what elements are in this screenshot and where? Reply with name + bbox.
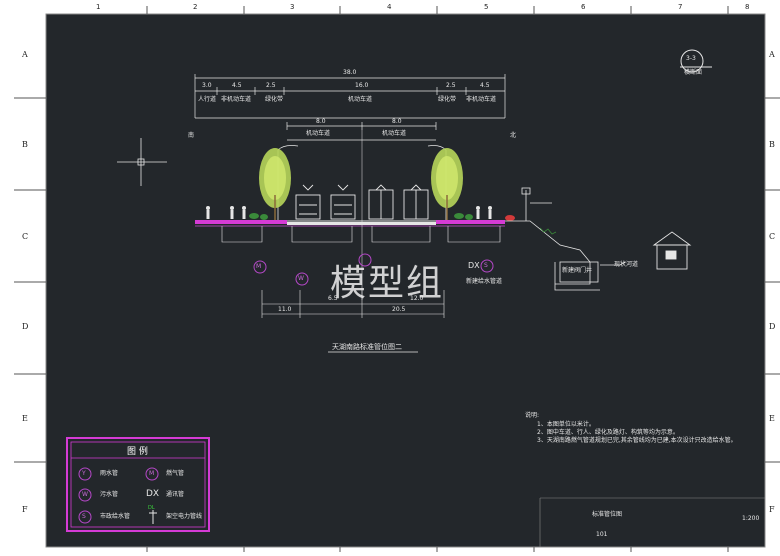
notes-title: 说明: [525, 412, 540, 419]
title-block [539, 497, 765, 547]
lane-label: 绿化带 [265, 96, 284, 103]
column-label: 3 [290, 3, 295, 11]
channel-label: 现状河道 [614, 261, 639, 268]
plan-title: 天湖南路标准管位图二 [332, 343, 402, 351]
vehicle-icon [295, 184, 429, 220]
row-label: C [769, 232, 776, 241]
drawing-scale: 1:200 [742, 515, 760, 522]
telecom-pipe-symbol: DX [468, 261, 480, 270]
column-label: 6 [581, 3, 586, 11]
segment-dim: 4.5 [232, 82, 242, 89]
row-label: A [769, 50, 775, 59]
column-label: 5 [484, 3, 489, 11]
power-line-icon [149, 510, 157, 524]
column-ticks [146, 6, 729, 552]
drawing-name: 标准管位图 [592, 511, 623, 518]
rain-pipe-symbol: S [484, 262, 488, 269]
pipe-dim: 12.0 [410, 295, 424, 302]
lane-label: 非机动车道 [466, 96, 497, 103]
segment-dim: 16.0 [355, 82, 369, 89]
column-label: 4 [387, 3, 392, 11]
pedestrian-icon [206, 206, 492, 219]
legend-symbol: DL [148, 505, 155, 511]
dim-8: 8.0 [316, 118, 326, 125]
pipe-symbols [253, 253, 494, 286]
note-item: 1、本图单位以米计。 [537, 421, 595, 428]
road-cross-section [195, 130, 505, 300]
row-label: F [769, 505, 775, 514]
note-item: 3、天湖南路燃气管道规划已完,其余管线均为已建,本次设计只改造给水管。 [537, 437, 737, 444]
new-pipe-note: 新建给水管道 [466, 278, 503, 285]
row-label: D [22, 322, 29, 331]
row-label: B [769, 140, 775, 149]
legend-label: 雨水管 [100, 470, 119, 477]
segment-dim: 3.0 [202, 82, 212, 89]
valve-well [559, 261, 599, 283]
pipe-dim: 6.5 [328, 295, 338, 302]
pipe-dim: 11.0 [278, 306, 292, 313]
legend-symbol: S [82, 513, 86, 520]
pipe-dim: 20.5 [392, 306, 406, 313]
lane-label: 机动车道 [348, 96, 373, 103]
lane-label: 绿化带 [438, 96, 457, 103]
house-icon [652, 231, 692, 270]
dim-8: 8.0 [392, 118, 402, 125]
segment-dim: 2.5 [446, 82, 456, 89]
section-badge [680, 49, 712, 73]
badge-label: 横断面 [684, 69, 703, 76]
water-pipe-symbol: W [298, 275, 304, 282]
column-label: 2 [193, 3, 198, 11]
legend-label: 架空电力管线 [166, 513, 203, 520]
lane-label: 非机动车道 [221, 96, 252, 103]
total-width: 38.0 [343, 69, 357, 76]
watermark: 模型组 [330, 263, 445, 304]
carriageway-label: 机动车道 [306, 130, 331, 137]
pipe-dimension-lines [261, 290, 445, 318]
segment-dim: 4.5 [480, 82, 490, 89]
sheet-number: 101 [596, 531, 608, 538]
row-label: E [22, 414, 28, 423]
gas-pipe-symbol: M [256, 263, 262, 270]
river-bank [505, 187, 626, 291]
ucs-crosshair [117, 138, 167, 186]
legend-title: 图 例 [127, 447, 148, 457]
row-label: A [22, 50, 28, 59]
column-label: 1 [96, 3, 101, 11]
legend-symbol: W [82, 491, 88, 498]
valve-well-label: 新建阀门井 [562, 267, 593, 274]
legend-symbol: M [149, 470, 155, 477]
legend-label: 燃气管 [166, 470, 185, 477]
row-label: E [769, 414, 775, 423]
shrub-icon [249, 213, 515, 221]
row-label: C [22, 232, 29, 241]
north-label: 北 [510, 132, 517, 139]
tree-icon [259, 148, 463, 220]
row-label: B [22, 140, 28, 149]
legend-box [66, 437, 210, 532]
column-label: 8 [745, 3, 750, 11]
row-label: F [22, 505, 28, 514]
badge-number: 3-3 [686, 55, 696, 62]
legend-label: 污水管 [100, 491, 119, 498]
note-item: 2、图中车道、行人、绿化及路灯、构筑等均为示意。 [537, 429, 679, 436]
legend-symbol: DX [146, 489, 160, 499]
legend-symbols [78, 467, 159, 524]
lane-label: 人行道 [198, 96, 217, 103]
legend-label: 通讯管 [166, 491, 185, 498]
carriageway-label: 机动车道 [382, 130, 407, 137]
row-ticks [14, 97, 780, 463]
south-label: 南 [188, 132, 195, 139]
segment-dim: 2.5 [266, 82, 276, 89]
dimension-lines [194, 74, 506, 141]
row-label: D [769, 322, 776, 331]
legend-symbol: Y [82, 470, 86, 477]
column-label: 7 [678, 3, 683, 11]
legend-label: 市政给水管 [100, 513, 131, 520]
